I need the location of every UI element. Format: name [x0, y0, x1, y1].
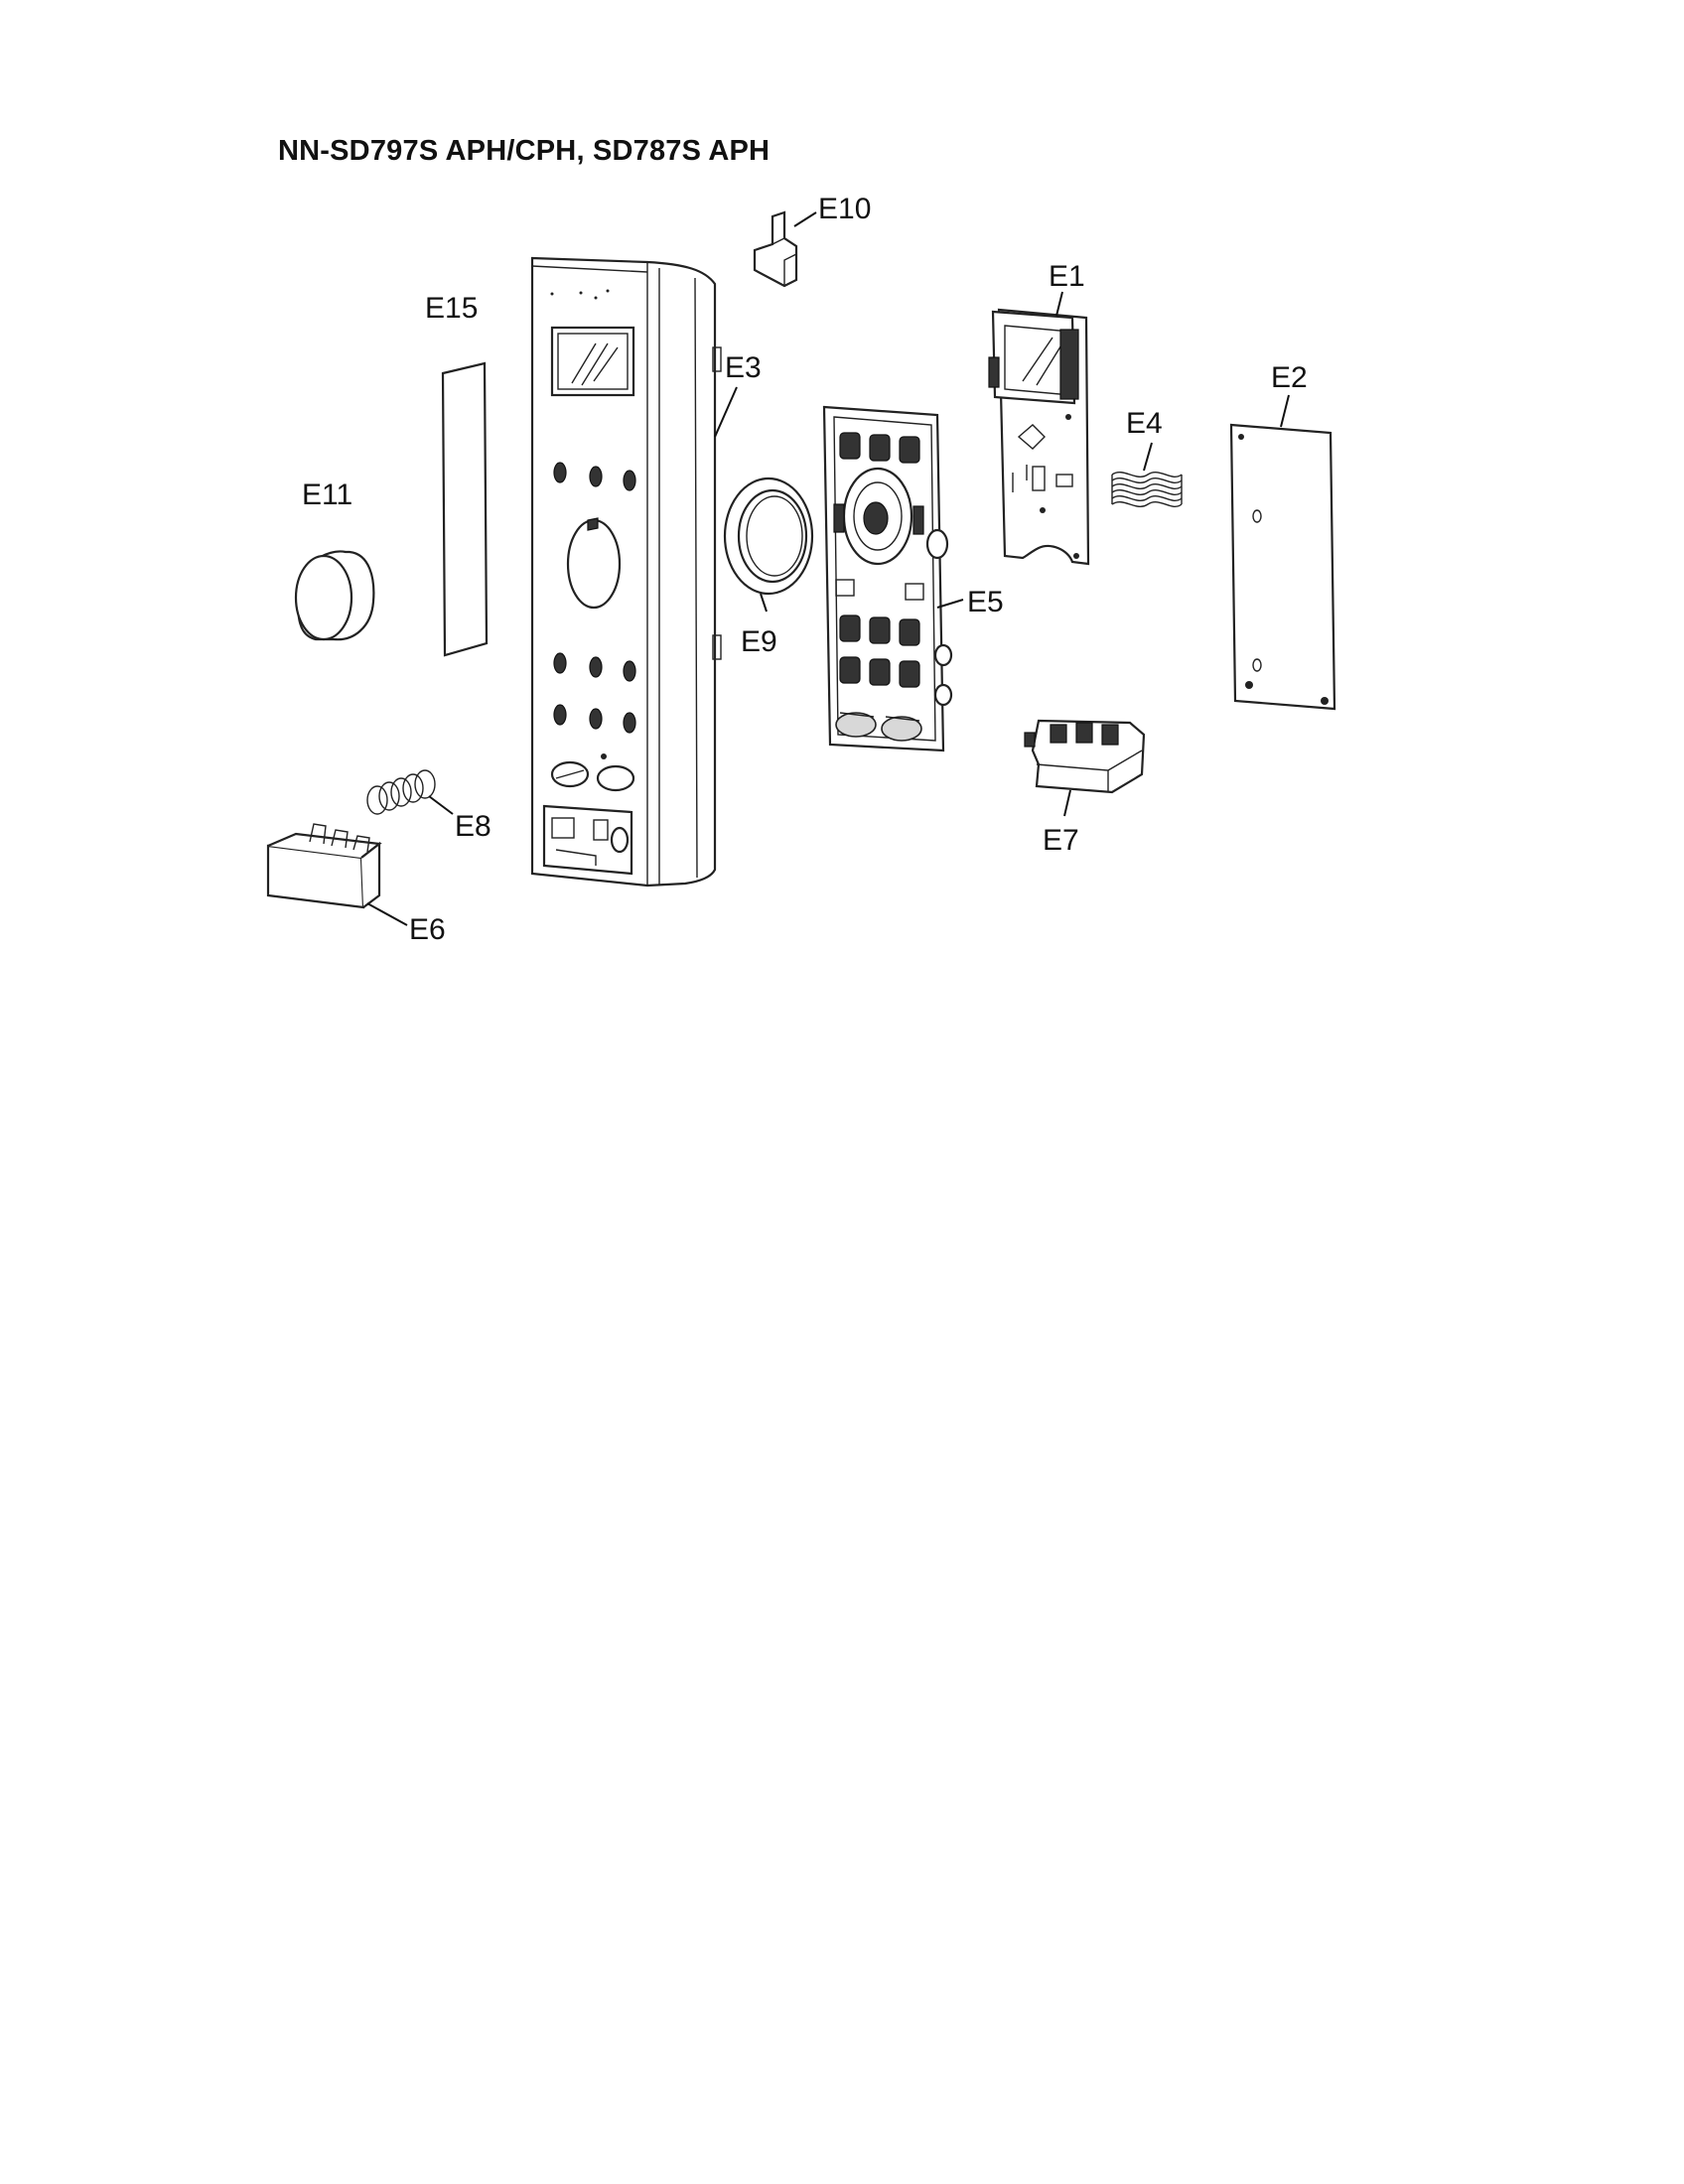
- label-e11: E11: [302, 478, 352, 511]
- diagram-title: NN-SD797S APH/CPH, SD787S APH: [278, 135, 771, 167]
- label-e7: E7: [1043, 824, 1079, 857]
- label-e5: E5: [967, 586, 1004, 618]
- part-e8-spring: [366, 769, 436, 815]
- label-e8: E8: [455, 810, 491, 843]
- part-e7-connector-block: [1024, 719, 1146, 794]
- label-e15: E15: [425, 292, 478, 325]
- part-e4-ribbon-cable: [1111, 472, 1183, 507]
- part-e2-cover-plate: [1229, 423, 1336, 711]
- label-e9: E9: [741, 625, 777, 658]
- leader-lines: [366, 211, 1290, 926]
- label-e3: E3: [725, 351, 762, 384]
- label-e10: E10: [818, 193, 871, 225]
- label-e2: E2: [1271, 361, 1308, 394]
- label-e6: E6: [409, 913, 446, 946]
- part-e3-control-panel: [530, 256, 722, 887]
- part-e11-knob: [294, 550, 375, 641]
- part-e9-ring: [723, 477, 814, 596]
- label-e1: E1: [1049, 260, 1085, 293]
- part-e1-circuit-board: [988, 308, 1090, 566]
- part-e10-bracket: [753, 210, 798, 288]
- part-e15-window-film: [441, 361, 489, 657]
- part-e5-button-frame: [822, 405, 953, 752]
- part-e6-latch-button: [266, 823, 382, 909]
- label-e4: E4: [1126, 407, 1163, 440]
